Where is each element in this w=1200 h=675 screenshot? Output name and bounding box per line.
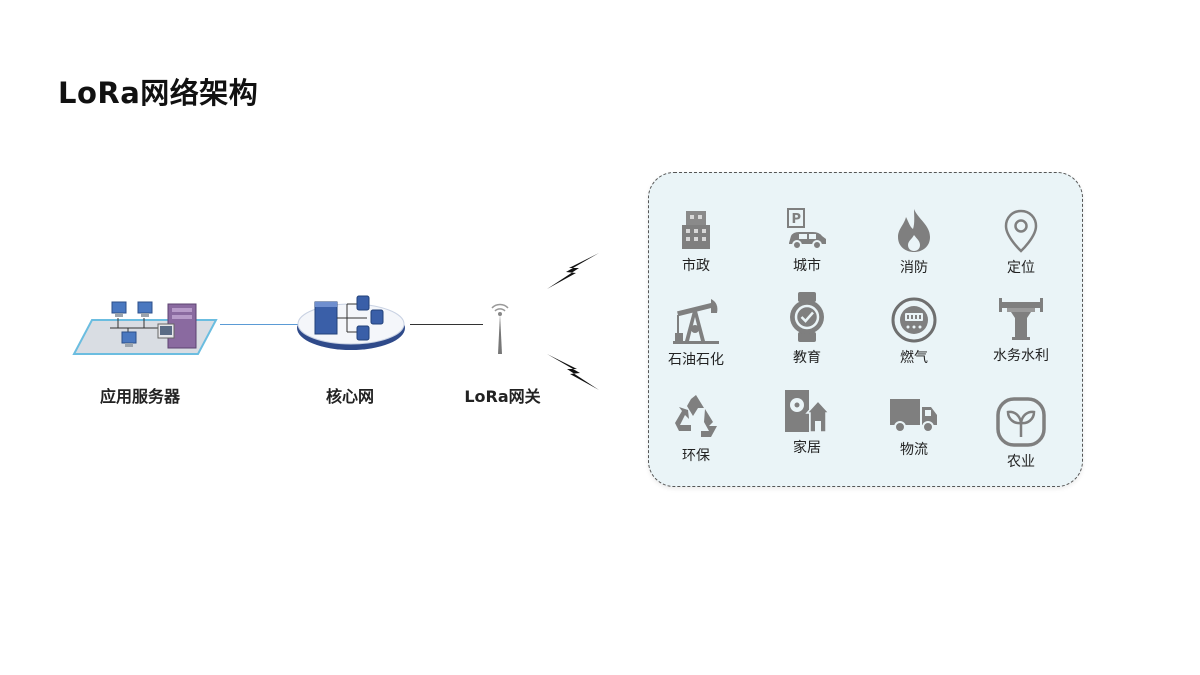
app-item-city: P 城市 <box>757 207 857 275</box>
hydrant-icon <box>999 298 1043 340</box>
app-label: 环保 <box>682 448 710 464</box>
app-label: 城市 <box>793 258 821 274</box>
location-pin-icon <box>1004 209 1038 253</box>
app-item-location: 定位 <box>971 209 1071 277</box>
oil-pump-icon <box>673 299 719 344</box>
app-label: 家居 <box>793 440 821 456</box>
link-core-gateway <box>410 324 483 325</box>
truck-icon <box>890 399 937 433</box>
link-server-core <box>220 324 298 325</box>
page-title: LoRa网络架构 <box>58 76 259 110</box>
antenna-icon <box>491 303 509 354</box>
sprout-icon <box>996 397 1046 447</box>
gas-meter-icon <box>891 297 937 343</box>
svg-text:P: P <box>792 212 802 227</box>
app-item-home: 家居 <box>757 389 857 457</box>
core-network-icon <box>297 295 405 350</box>
app-item-environment: 环保 <box>646 393 746 465</box>
recycle-icon <box>675 395 717 437</box>
app-server-node <box>70 292 220 362</box>
app-item-municipal: 市政 <box>646 209 746 275</box>
app-label: 水务水利 <box>993 348 1049 364</box>
application-panel: 市政 P 城市 消防 定位 <box>648 172 1083 487</box>
app-label: 市政 <box>682 258 710 274</box>
app-label: 物流 <box>900 442 928 458</box>
app-item-education: 教育 <box>757 291 857 367</box>
watch-icon <box>790 292 824 342</box>
app-label: 教育 <box>793 350 821 366</box>
app-server-icon <box>72 301 218 355</box>
gateway-node <box>483 296 517 356</box>
flame-icon <box>898 209 930 252</box>
parking-car-icon: P <box>787 208 826 250</box>
app-server-label: 应用服务器 <box>99 387 180 406</box>
app-item-gas: 燃气 <box>864 297 964 367</box>
building-icon <box>682 211 710 249</box>
core-network-label: 核心网 <box>325 387 374 406</box>
lightning-bolt-icon <box>547 253 599 289</box>
app-label: 燃气 <box>900 350 928 366</box>
home-icon <box>785 390 831 433</box>
core-network-node <box>295 290 407 356</box>
app-label: 定位 <box>1007 260 1035 276</box>
app-item-fire: 消防 <box>864 207 964 277</box>
app-label: 农业 <box>1007 454 1035 470</box>
app-label: 石油石化 <box>668 352 724 368</box>
gateway-label: LoRa网关 <box>464 387 541 406</box>
app-item-logistics: 物流 <box>864 397 964 459</box>
app-item-petrochemical: 石油石化 <box>646 297 746 369</box>
lightning-bolt-icon <box>547 354 599 390</box>
app-item-agriculture: 农业 <box>971 397 1071 471</box>
app-item-water: 水务水利 <box>971 297 1071 365</box>
app-label: 消防 <box>900 260 928 276</box>
